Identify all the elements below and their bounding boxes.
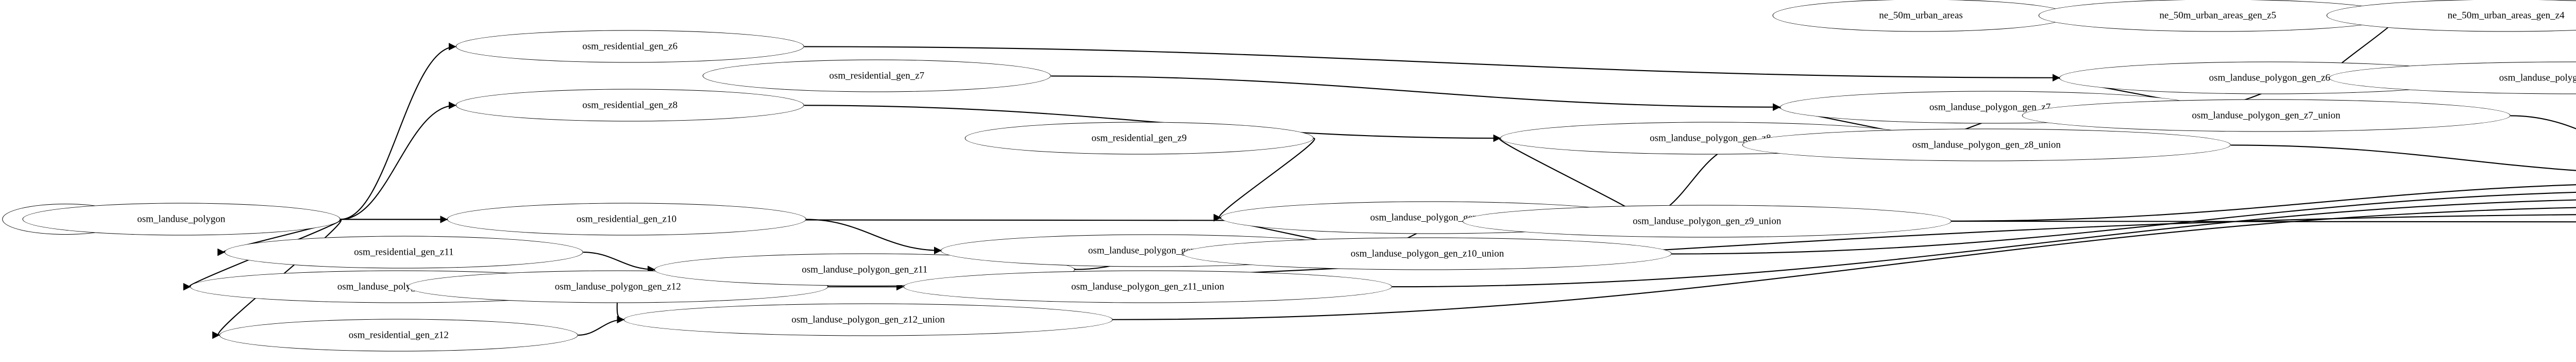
node-label: osm_landuse_polygon_gen_z11 <box>802 264 928 275</box>
node-ellipse <box>1183 237 1672 270</box>
node-label: osm_residential_gen_z11 <box>354 246 454 258</box>
node-ellipse <box>224 236 584 269</box>
node-label: osm_landuse_polygon_gen_z10_union <box>1350 248 1504 259</box>
node-label: osm_landuse_polygon_gen_z6 <box>2209 72 2330 84</box>
node-label: osm_residential_gen_z7 <box>829 70 925 81</box>
node-ellipse <box>903 270 1393 303</box>
node-ellipse <box>2022 99 2511 132</box>
graph-edge <box>2231 144 2576 171</box>
graph-node-osm-residential-gen-z10[interactable]: osm_residential_gen_z10 <box>447 203 806 236</box>
graph-node-osm-landuse-polygon-gen-z10-union[interactable]: osm_landuse_polygon_gen_z10_union <box>1183 237 1672 270</box>
graph-node-ne-50m-urban-areas[interactable]: ne_50m_urban_areas <box>1772 0 2070 32</box>
node-ellipse <box>22 203 341 236</box>
graph-node-osm-landuse-polygon-gen-z8-union[interactable]: osm_landuse_polygon_gen_z8_union <box>1742 128 2231 161</box>
graph-node-osm-residential-gen-z11[interactable]: osm_residential_gen_z11 <box>224 236 584 269</box>
node-ellipse <box>1742 128 2231 161</box>
node-ellipse <box>455 89 805 122</box>
node-label: ne_50m_urban_areas_gen_z5 <box>2159 10 2277 21</box>
node-label: osm_landuse_polygon_gen_z11_union <box>1071 281 1225 292</box>
graph-node-ne-50m-urban-areas-gen-z4[interactable]: ne_50m_urban_areas_gen_z4 <box>2326 0 2576 32</box>
node-label: ne_50m_urban_areas_gen_z4 <box>2447 10 2565 21</box>
node-label: osm_landuse_polygon_gen_z6_union <box>2499 72 2576 84</box>
node-label: osm_landuse_polygon_gen_z8 <box>1650 133 1771 144</box>
graph-edge <box>2510 115 2576 129</box>
graph-edge <box>340 102 456 220</box>
node-label: osm_landuse_polygon_gen_z12_union <box>791 314 945 325</box>
graph-node-osm-residential-gen-z8[interactable]: osm_residential_gen_z8 <box>455 89 805 122</box>
graph-edge <box>1213 137 1315 222</box>
node-ellipse <box>219 319 579 352</box>
graph-node-osm-residential-gen-z7[interactable]: osm_residential_gen_z7 <box>702 59 1052 92</box>
graph-edge <box>1051 75 1781 111</box>
node-label: osm_landuse_polygon <box>137 213 226 225</box>
node-ellipse <box>1772 0 2070 32</box>
graph-edge <box>1112 207 2576 320</box>
node-label: osm_residential_gen_z9 <box>1091 133 1187 144</box>
graph-node-osm-landuse-polygon-gen-z11-union[interactable]: osm_landuse_polygon_gen_z11_union <box>903 270 1393 303</box>
graph-edge <box>1392 199 2576 288</box>
node-label: osm_residential_gen_z10 <box>576 213 677 225</box>
node-label: osm_landuse_polygon_gen_z7_union <box>2192 110 2341 121</box>
graph-node-osm-landuse-polygon-gen-z6-union[interactable]: osm_landuse_polygon_gen_z6_union <box>2329 61 2576 94</box>
node-ellipse <box>455 30 805 63</box>
graph-node-osm-landuse-polygon-gen-z9-union[interactable]: osm_landuse_polygon_gen_z9_union <box>1462 205 1952 238</box>
node-label: osm_residential_gen_z12 <box>348 330 449 341</box>
node-label: osm_landuse_polygon_gen_z8_union <box>1912 139 2061 151</box>
graph-node-osm-landuse-polygon-gen-z12-union[interactable]: osm_landuse_polygon_gen_z12_union <box>623 303 1113 336</box>
node-ellipse <box>447 203 806 236</box>
node-ellipse <box>702 59 1052 92</box>
graph-edge <box>1951 184 2576 222</box>
node-ellipse <box>1462 205 1952 238</box>
node-label: osm_residential_gen_z6 <box>582 41 678 52</box>
node-label: osm_landuse_polygon_gen_z9_union <box>1633 216 1782 227</box>
graph-edge <box>804 46 2060 82</box>
graph-node-osm-residential-gen-z12[interactable]: osm_residential_gen_z12 <box>219 319 579 352</box>
graph-node-osm-residential-gen-z9[interactable]: osm_residential_gen_z9 <box>964 122 1314 155</box>
node-label: osm_landuse_polygon_gen_z12 <box>554 281 681 292</box>
node-label: osm_residential_gen_z8 <box>582 100 678 111</box>
node-ellipse <box>623 303 1113 336</box>
node-label: osm_landuse_polygon_gen_z7 <box>1929 102 2051 113</box>
graph-edge <box>578 316 624 336</box>
graph-node-osm-landuse-polygon-gen-z7-union[interactable]: osm_landuse_polygon_gen_z7_union <box>2022 99 2511 132</box>
graph-node-osm-residential-gen-z6[interactable]: osm_residential_gen_z6 <box>455 30 805 63</box>
graph-edge <box>806 219 942 255</box>
node-label: ne_50m_urban_areas <box>1879 10 1963 21</box>
graph-edge <box>340 43 456 220</box>
node-ellipse <box>964 122 1314 155</box>
graph-node-osm-landuse-polygon[interactable]: osm_landuse_polygon <box>22 203 341 236</box>
graph-edge <box>583 252 655 273</box>
graph-edge <box>1671 191 2576 255</box>
